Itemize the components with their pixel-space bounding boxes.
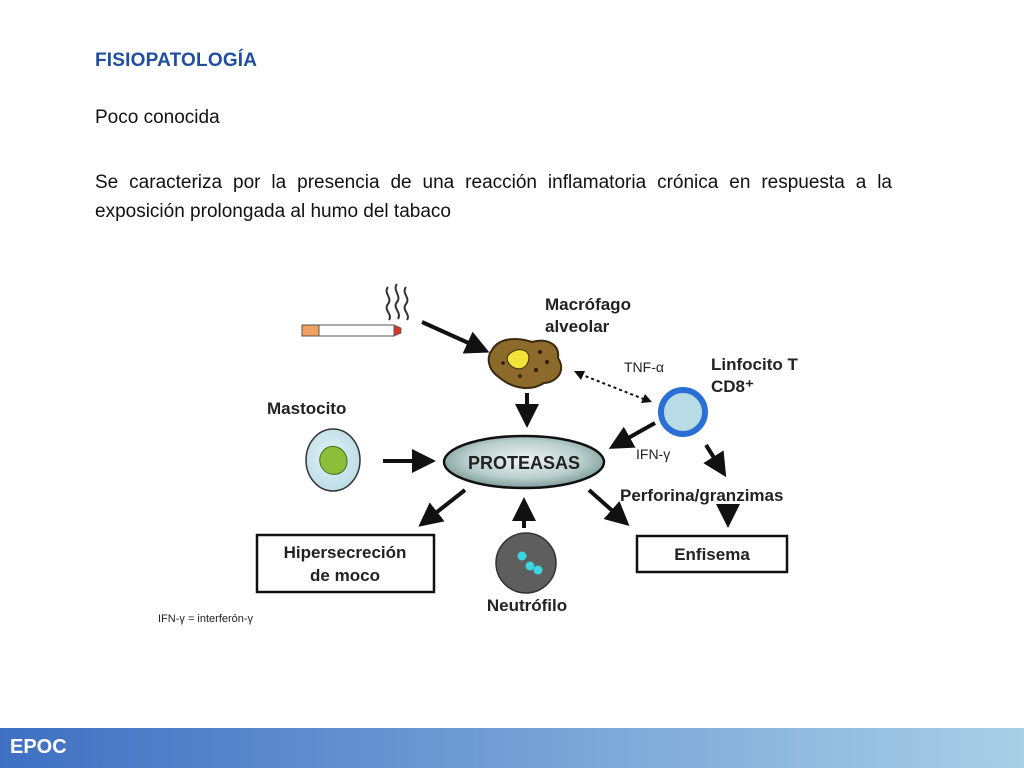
emphysema-box <box>635 534 789 574</box>
lymphocyte-label-2: CD8⁺ <box>711 377 754 396</box>
mastocyte-nucleus-icon <box>319 445 348 475</box>
footer-label: EPOC <box>10 736 67 758</box>
proteases-node <box>442 434 606 490</box>
smoke-icon <box>385 283 409 321</box>
macrophage-icon <box>487 338 563 390</box>
emphysema-label: Enfisema <box>674 545 750 564</box>
arrowhead-to-macrophage <box>574 371 585 380</box>
neutrophil-icon <box>495 532 557 594</box>
proteases-label: PROTEASAS <box>468 453 580 473</box>
ifn-label: IFN-γ <box>636 446 670 462</box>
description-text: Se caracteriza por la presencia de una r… <box>95 172 892 222</box>
arrow-macrophage-lymphocyte <box>579 373 647 401</box>
hypersecretion-box <box>255 533 436 594</box>
hypersecretion-label-1: Hipersecreción <box>284 543 407 562</box>
perforin-label: Perforina/granzimas <box>620 486 783 505</box>
macrophage-label-2: alveolar <box>545 317 610 336</box>
mastocyte-label: Mastocito <box>267 399 346 418</box>
arrow-smoke-to-macrophage <box>421 320 490 354</box>
cigarette-icon <box>301 324 402 337</box>
arrow-proteases-to-emphysema <box>587 488 630 526</box>
arrow-proteases-to-hypersecretion <box>418 488 467 527</box>
lymphocyte-label-1: Linfocito T <box>711 355 798 374</box>
intro-text: Poco conocida <box>95 107 220 128</box>
footer-bar: EPOC <box>0 728 1024 768</box>
neutrophil-label: Neutrófilo <box>487 596 567 615</box>
macrophage-label-1: Macrófago <box>545 295 631 314</box>
arrow-lymphocyte-to-proteases <box>608 421 656 449</box>
tnf-label: TNF-α <box>624 359 664 375</box>
arrowhead-to-lymphocyte <box>641 394 652 403</box>
slide-title: FISIOPATOLOGÍA <box>95 50 258 71</box>
footnote: IFN-γ = interferón-γ <box>158 613 254 625</box>
lymphocyte-icon <box>658 387 708 437</box>
hypersecretion-label-2: de moco <box>310 566 380 585</box>
arrow-lymphocyte-to-perforin <box>703 443 727 478</box>
